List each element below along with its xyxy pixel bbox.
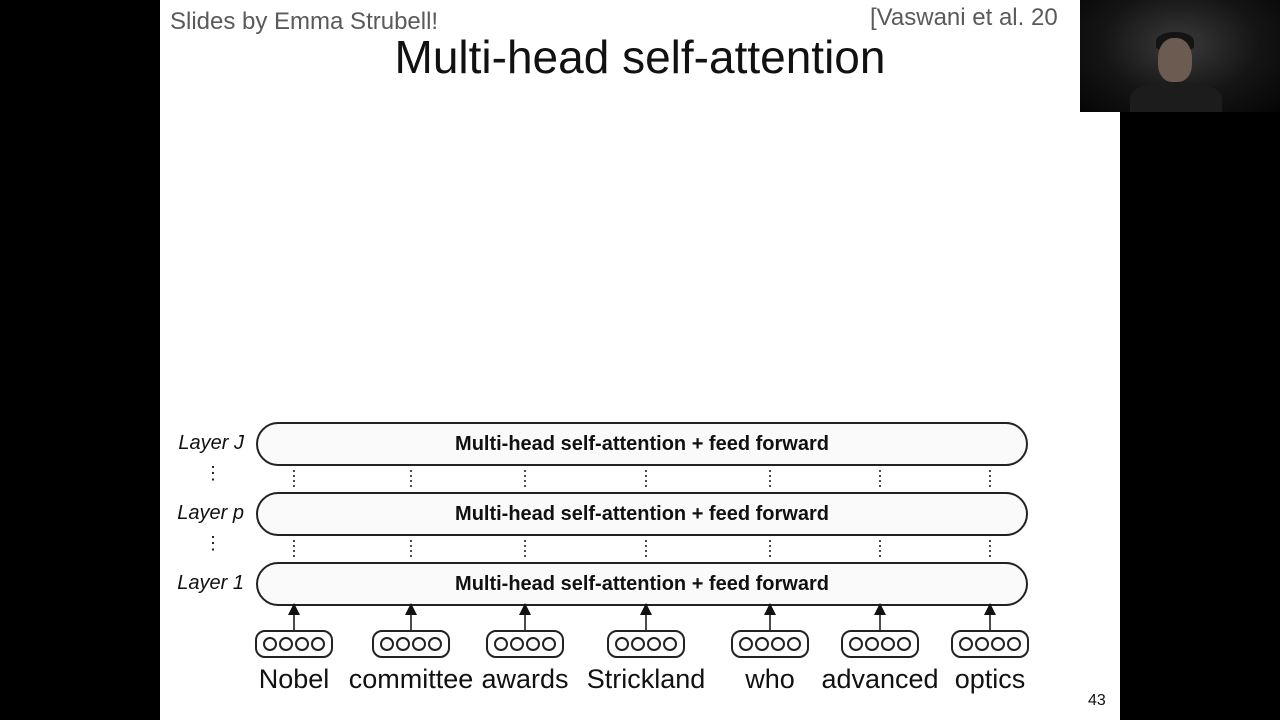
- token-embedding-1: [372, 630, 450, 658]
- embedding-unit: [991, 637, 1005, 651]
- embedding-unit: [311, 637, 325, 651]
- embedding-unit: [542, 637, 556, 651]
- embedding-unit: [849, 637, 863, 651]
- layer-1-text: Multi-head self-attention + feed forward: [455, 572, 829, 595]
- layer-label-p: Layer p: [177, 502, 244, 524]
- embedding-unit: [428, 637, 442, 651]
- embedding-unit: [631, 637, 645, 651]
- embedding-unit: [412, 637, 426, 651]
- token-embedding-4: [731, 630, 809, 658]
- token-embedding-0: [255, 630, 333, 658]
- embedding-unit: [279, 637, 293, 651]
- embedding-unit: [526, 637, 540, 651]
- layer-j-box: Multi-head self-attention + feed forward: [256, 422, 1028, 466]
- token-word-2: awards: [481, 664, 569, 694]
- token-embedding-5: [841, 630, 919, 658]
- slide-title: Multi-head self-attention: [394, 31, 886, 83]
- embedding-unit: [787, 637, 801, 651]
- presenter-body: [1130, 82, 1222, 112]
- layer-1-box: Multi-head self-attention + feed forward: [256, 562, 1028, 606]
- layer-ellipsis-upper: ⋮: [204, 463, 222, 483]
- embedding-unit: [494, 637, 508, 651]
- layer-label-1: Layer 1: [177, 572, 244, 594]
- embedding-unit: [739, 637, 753, 651]
- slide-credit: Slides by Emma Strubell!: [170, 8, 439, 35]
- embedding-unit: [380, 637, 394, 651]
- embedding-unit: [959, 637, 973, 651]
- embedding-unit: [663, 637, 677, 651]
- embedding-unit: [881, 637, 895, 651]
- token-embedding-2: [486, 630, 564, 658]
- page-number: 43: [1088, 692, 1106, 709]
- layer-j-text: Multi-head self-attention + feed forward: [455, 432, 829, 455]
- embedding-unit: [1007, 637, 1021, 651]
- token-word-1: committee: [348, 664, 474, 694]
- slide: Slides by Emma Strubell! [Vaswani et al.…: [160, 0, 1120, 720]
- token-word-5: advanced: [821, 664, 939, 694]
- layer-p-box: Multi-head self-attention + feed forward: [256, 492, 1028, 536]
- embedding-unit: [865, 637, 879, 651]
- citation: [Vaswani et al. 20: [870, 4, 1058, 31]
- token-word-3: Strickland: [586, 664, 706, 694]
- embedding-unit: [975, 637, 989, 651]
- layer-ellipsis-lower: ⋮: [204, 533, 222, 553]
- layer-label-j: Layer J: [178, 432, 244, 454]
- embedding-unit: [771, 637, 785, 651]
- embedding-unit: [615, 637, 629, 651]
- layer-p-text: Multi-head self-attention + feed forward: [455, 502, 829, 525]
- embedding-unit: [897, 637, 911, 651]
- embedding-unit: [396, 637, 410, 651]
- embedding-unit: [263, 637, 277, 651]
- token-word-6: optics: [954, 664, 1026, 694]
- embedding-unit: [755, 637, 769, 651]
- embedding-unit: [295, 637, 309, 651]
- token-embedding-3: [607, 630, 685, 658]
- embedding-unit: [510, 637, 524, 651]
- webcam-feed: [1080, 0, 1280, 112]
- token-embedding-6: [951, 630, 1029, 658]
- token-word-0: Nobel: [258, 664, 330, 694]
- embedding-unit: [647, 637, 661, 651]
- token-word-4: who: [745, 664, 795, 694]
- presenter-head: [1158, 38, 1192, 82]
